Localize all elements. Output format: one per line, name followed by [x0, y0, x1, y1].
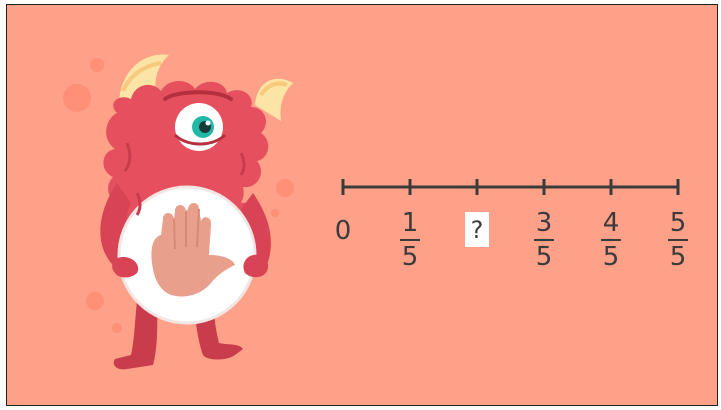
- label-five-fifths-numerator: 5: [663, 209, 693, 237]
- label-three-fifths-denominator: 5: [529, 243, 559, 271]
- number-line: 0 1 5 ? 3 5 4 5 5 5: [333, 175, 693, 285]
- fraction-bar: [668, 239, 688, 241]
- label-three-fifths-numerator: 3: [529, 209, 559, 237]
- fraction-bar: [534, 239, 554, 241]
- fraction-bar: [601, 239, 621, 241]
- red-fluffy-monster-icon: [57, 43, 317, 383]
- fraction-bar: [400, 239, 420, 241]
- label-five-fifths-denominator: 5: [663, 243, 693, 271]
- label-three-fifths: 3 5: [529, 209, 559, 271]
- label-five-fifths: 5 5: [663, 209, 693, 271]
- label-one-fifth: 1 5: [395, 209, 425, 271]
- label-zero: 0: [335, 217, 352, 245]
- label-four-fifths: 4 5: [596, 209, 626, 271]
- number-line-axis: [333, 175, 693, 205]
- label-one-fifth-denominator: 5: [395, 243, 425, 271]
- label-four-fifths-numerator: 4: [596, 209, 626, 237]
- label-one-fifth-numerator: 1: [395, 209, 425, 237]
- label-four-fifths-denominator: 5: [596, 243, 626, 271]
- lesson-scene: 0 1 5 ? 3 5 4 5 5 5: [6, 4, 718, 406]
- unknown-fraction-box: ?: [465, 212, 489, 247]
